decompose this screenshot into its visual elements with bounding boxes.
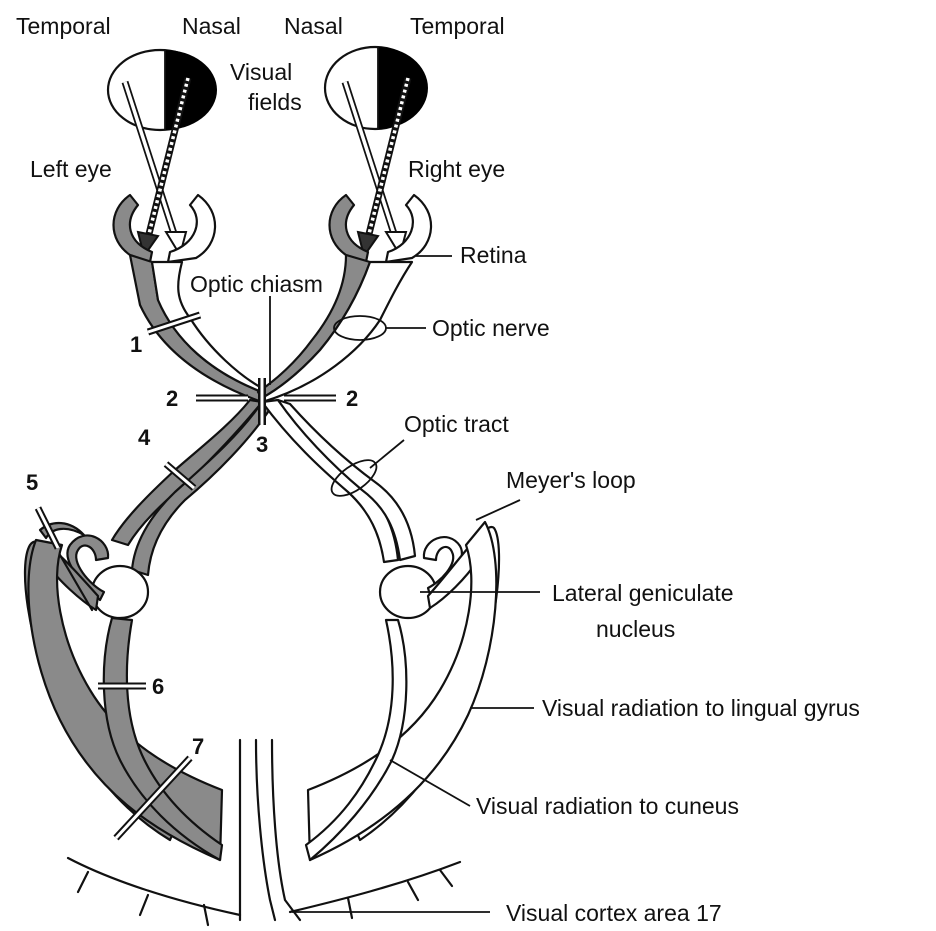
label-nasal-left: Nasal (182, 13, 241, 39)
label-temporal-left: Temporal (16, 13, 111, 39)
label-left-eye: Left eye (30, 156, 112, 182)
midline-fissure (240, 740, 300, 920)
label-temporal-right: Temporal (410, 13, 505, 39)
label-visual-fields-2: fields (248, 89, 302, 115)
lesion-number-2-right: 2 (346, 386, 358, 411)
right-optic-tract (262, 400, 415, 562)
lesion-number-7: 7 (192, 734, 204, 759)
meyers-loop-leader (476, 500, 520, 520)
lesion-number-5: 5 (26, 470, 38, 495)
lesion-number-3: 3 (256, 432, 268, 457)
label-optic-tract: Optic tract (404, 411, 509, 437)
label-right-eye: Right eye (408, 156, 505, 182)
label-radiation-lingual: Visual radiation to lingual gyrus (542, 695, 860, 721)
right-eye (330, 195, 432, 262)
lesion-number-6: 6 (152, 674, 164, 699)
lesion-number-2-left: 2 (166, 386, 178, 411)
optic-tract-leader (370, 440, 404, 468)
label-lgn-2: nucleus (596, 616, 675, 642)
label-optic-chiasm: Optic chiasm (190, 271, 323, 297)
label-retina: Retina (460, 242, 527, 268)
lesion-number-4: 4 (138, 425, 151, 450)
right-visual-field (325, 47, 428, 129)
label-radiation-cuneus: Visual radiation to cuneus (476, 793, 739, 819)
label-nasal-right: Nasal (284, 13, 343, 39)
label-lgn-1: Lateral geniculate (552, 580, 734, 606)
label-optic-nerve: Optic nerve (432, 315, 550, 341)
label-visual-cortex: Visual cortex area 17 (506, 900, 722, 926)
label-visual-fields-1: Visual (230, 59, 292, 85)
lesion-number-1: 1 (130, 332, 142, 357)
label-meyers-loop: Meyer's loop (506, 467, 636, 493)
